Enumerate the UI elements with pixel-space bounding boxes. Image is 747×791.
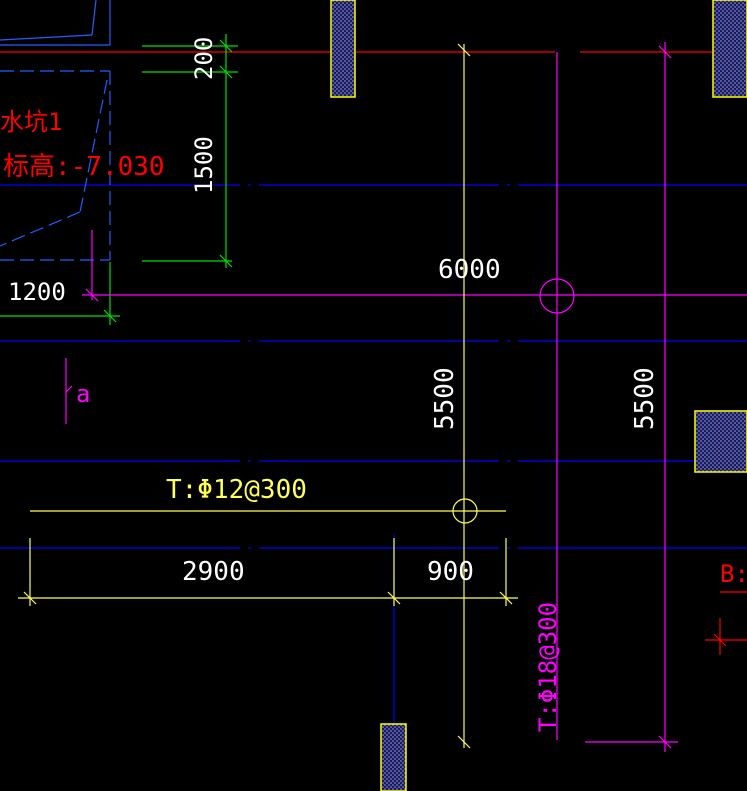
dim-1200: 1200 [8,278,66,306]
pit-name: 水坑1 [0,108,62,136]
dim-6000: 6000 [438,255,501,285]
green-dimension-set [0,34,238,325]
rebar-node-yellow [452,498,478,524]
yellow-vertical-rebar [457,43,471,749]
rebar-node-magenta [539,278,575,314]
dim-1500: 1500 [190,136,218,194]
dim-5500-right: 5500 [630,367,660,430]
dim-900: 900 [427,557,474,587]
section-mark-label: a [76,380,90,408]
dim-200: 200 [190,37,218,80]
magenta-horizontal [82,230,747,302]
dim-2900: 2900 [182,557,245,587]
column-right [694,410,747,473]
yellow-dimension-line [18,538,518,606]
rebar-vertical-label: T:Φ18@300 [534,602,562,732]
column-top-left [330,0,356,98]
column-bottom [380,723,407,791]
red-partial-mark [705,591,747,655]
pit-elevation: 标高:-7.030 [3,152,165,182]
axis-lines [0,184,747,791]
rebar-horizontal-label: T:Φ12@300 [166,475,307,505]
partial-right-label: B: [720,560,747,588]
magenta-vertical-rebar [539,42,678,752]
section-mark [65,358,73,424]
yellow-horizontal-rebar [30,498,506,524]
dim-5500-left: 5500 [430,367,460,430]
column-top-right [712,0,747,98]
